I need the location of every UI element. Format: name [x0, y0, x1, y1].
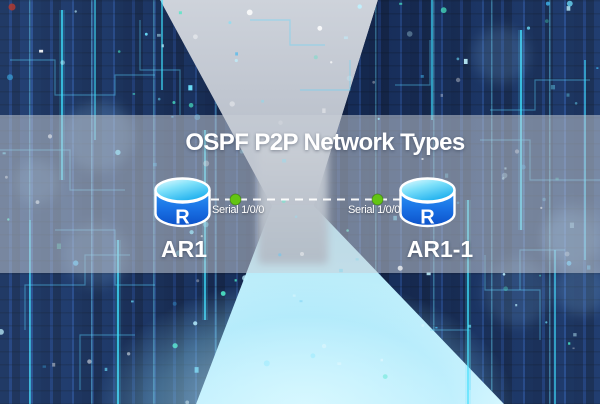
router-icon-ar1-1: R: [399, 177, 456, 229]
router-label-ar1: AR1: [160, 236, 208, 262]
router-icon-ar1: R: [154, 177, 211, 229]
router-letter: R: [420, 207, 435, 229]
router-cap: [399, 177, 456, 203]
router-label-ar1-1: AR1-1: [406, 236, 474, 262]
interface-label-left: Serial 1/0/0: [212, 204, 265, 216]
link-endpoint-dot-left: [229, 193, 242, 206]
router-cap: [154, 177, 211, 203]
router-letter: R: [175, 207, 190, 229]
interface-label-right: Serial 1/0/0: [348, 204, 401, 216]
title-band: [0, 115, 600, 273]
page-title: OSPF P2P Network Types: [185, 129, 465, 156]
link-endpoint-dot-right: [371, 193, 384, 206]
